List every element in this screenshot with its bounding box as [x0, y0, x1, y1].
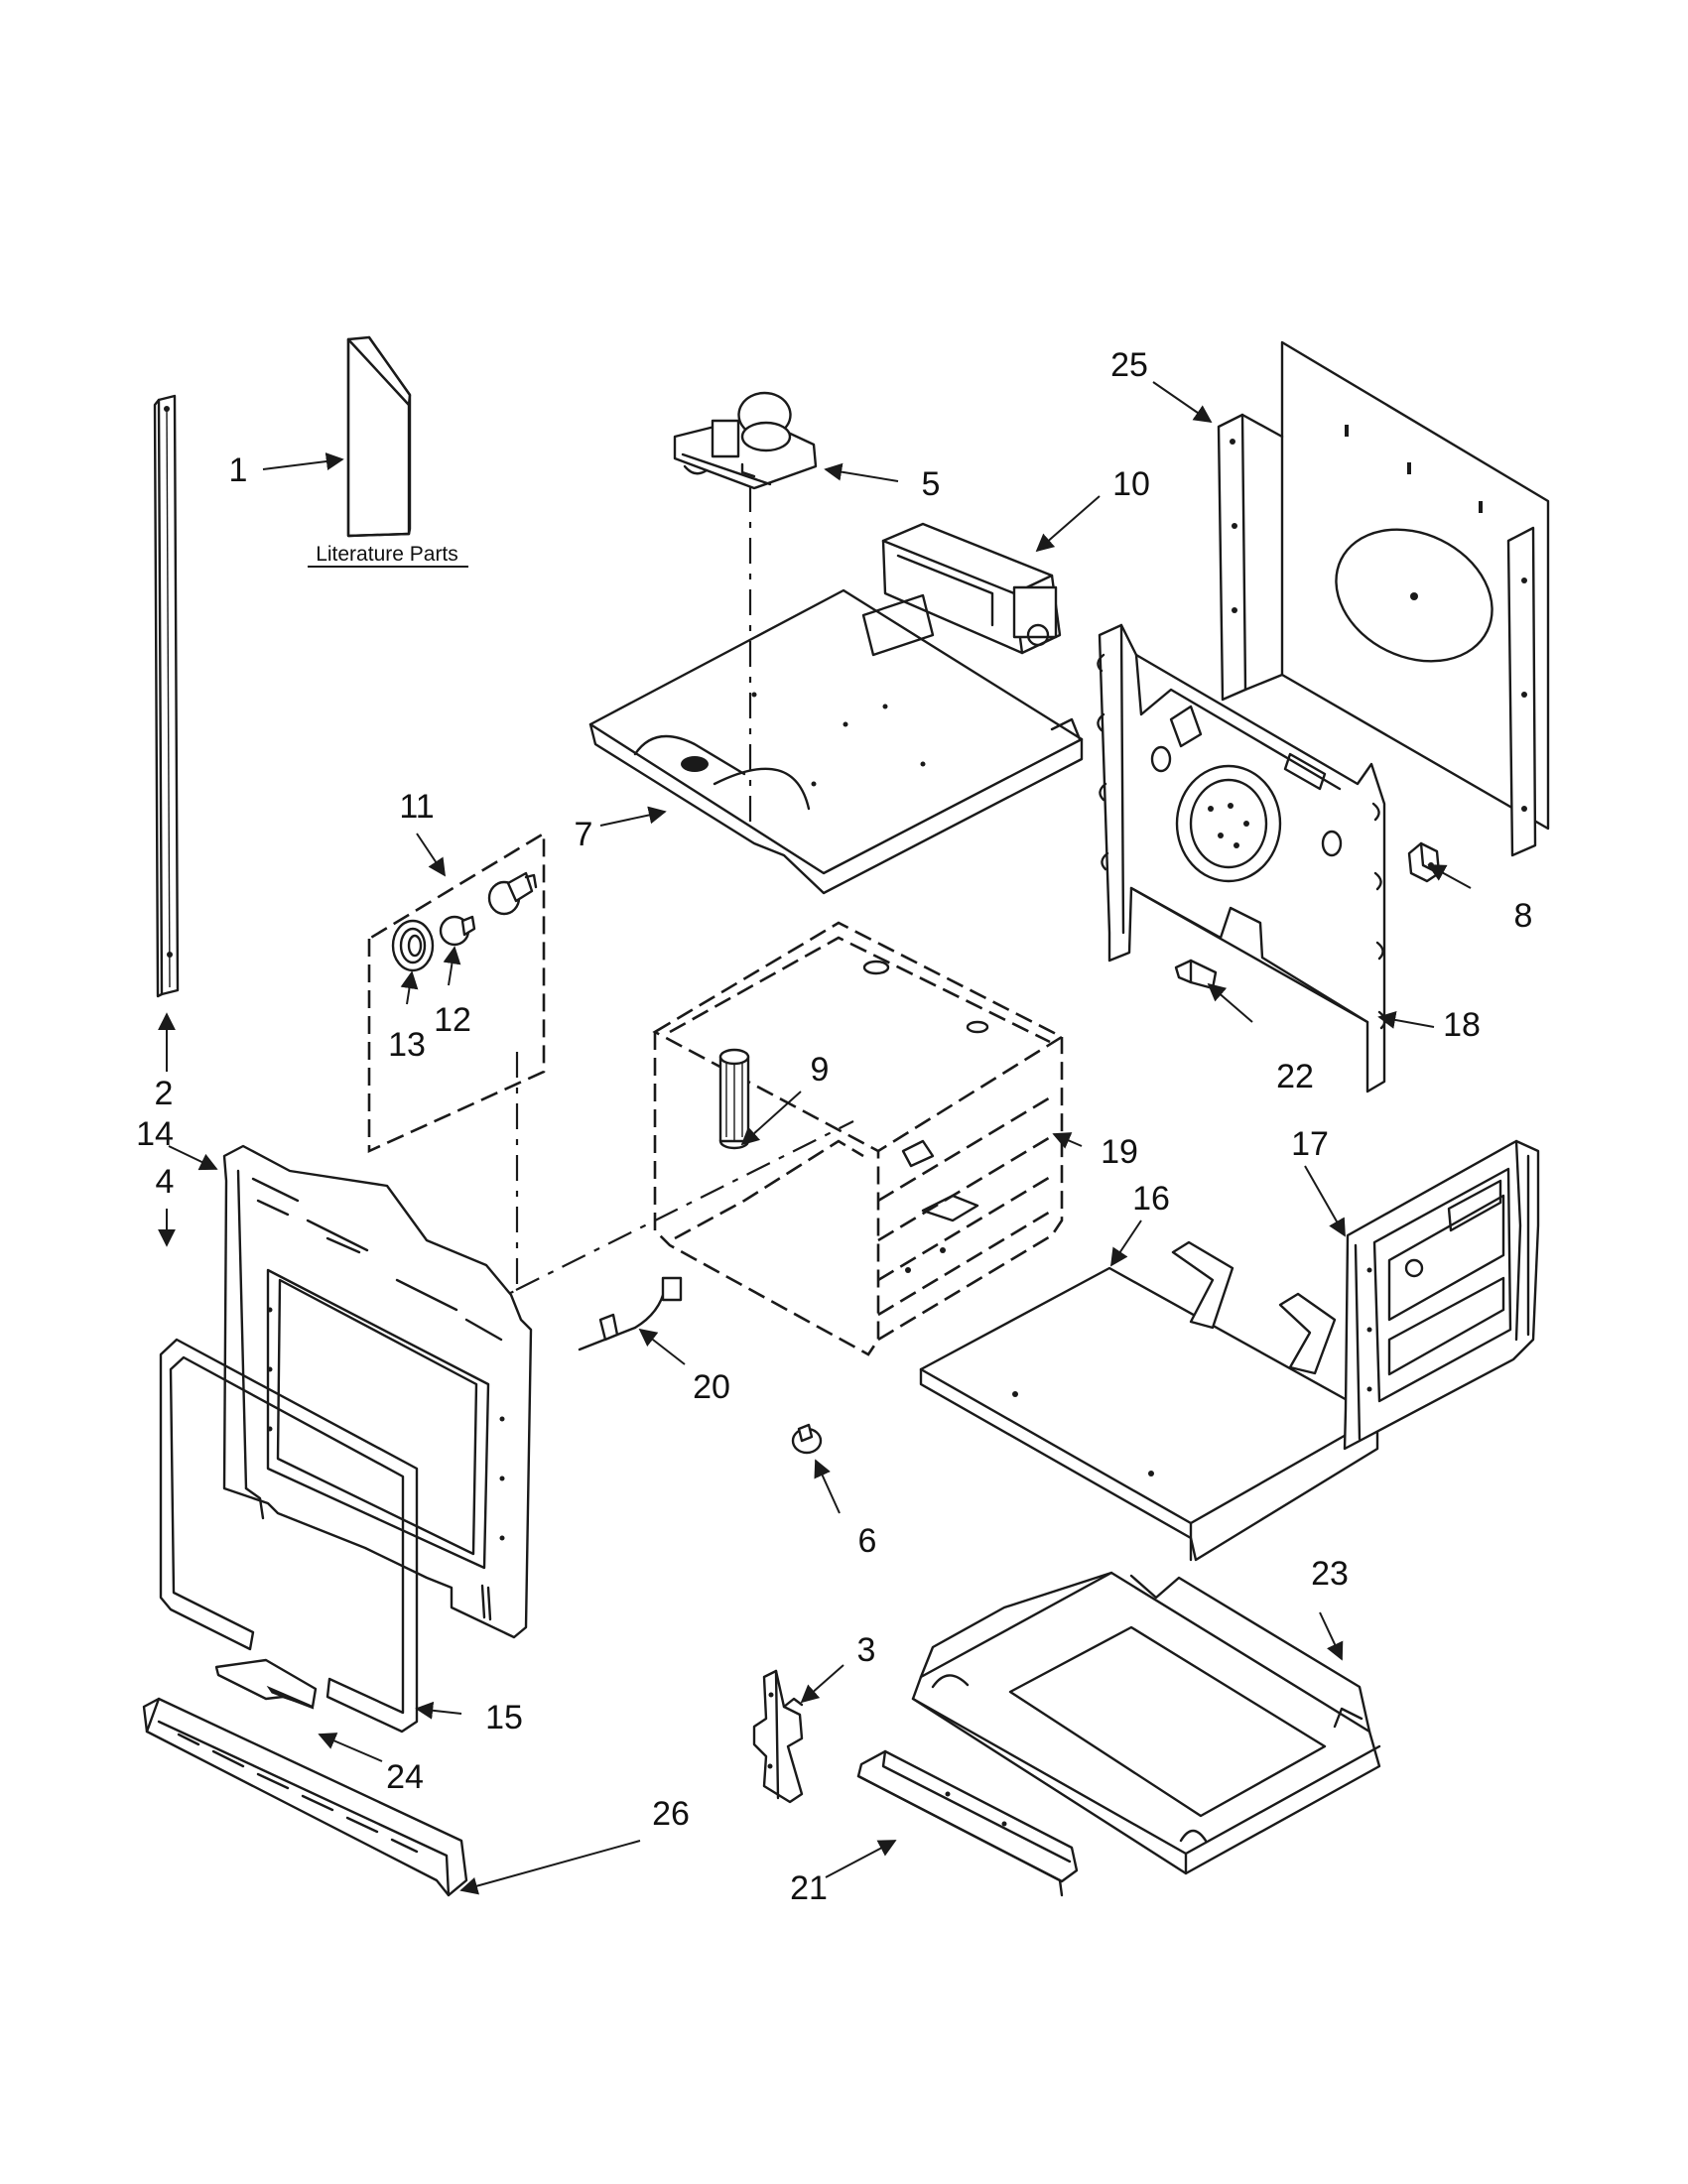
callout-25: 25 [1110, 346, 1148, 384]
callout-24: 24 [386, 1758, 424, 1796]
leader-8 [1427, 864, 1472, 889]
part-12-lamp-bulb [439, 915, 476, 947]
leader-13 [400, 970, 419, 1005]
callout-labels: 1 2 3 4 5 6 7 8 9 10 11 12 13 14 15 16 1… [136, 346, 1532, 1907]
leader-23 [1319, 1611, 1344, 1661]
callout-17: 17 [1291, 1125, 1329, 1163]
callout-10: 10 [1112, 465, 1150, 503]
callout-19: 19 [1101, 1133, 1138, 1171]
callout-18: 18 [1443, 1006, 1481, 1044]
leader-18 [1377, 1011, 1435, 1029]
leader-6 [814, 1459, 841, 1514]
leader-14 [168, 1145, 218, 1171]
callout-14: 14 [136, 1115, 174, 1153]
leader-24 [318, 1733, 383, 1762]
part-3-bracket [752, 1669, 804, 1804]
callout-21: 21 [790, 1869, 828, 1907]
leader-16 [1110, 1220, 1142, 1267]
leader-17 [1304, 1165, 1346, 1237]
leader-10 [1035, 495, 1101, 553]
part-20-sensor [578, 1276, 683, 1351]
leader-7 [599, 806, 667, 827]
callout-22: 22 [1276, 1058, 1314, 1095]
part-10-control-box [881, 522, 1062, 655]
leader-20 [638, 1328, 686, 1365]
callout-16: 16 [1132, 1180, 1170, 1218]
callout-23: 23 [1311, 1555, 1349, 1593]
part-15-door-gasket [159, 1338, 419, 1734]
part-7-oven-top-tray [588, 588, 1084, 895]
leader-25 [1152, 381, 1213, 424]
callout-1: 1 [229, 451, 248, 489]
part-11-lamp-assembly [367, 831, 546, 1154]
callout-3: 3 [857, 1631, 876, 1669]
leader-15 [415, 1701, 462, 1720]
callout-11: 11 [399, 788, 434, 826]
callout-20: 20 [693, 1368, 730, 1406]
part-25-back-panel [1217, 340, 1550, 857]
callout-9: 9 [811, 1051, 830, 1089]
callout-7: 7 [575, 816, 593, 853]
part-17-side-panel [1343, 1139, 1540, 1451]
callout-15: 15 [485, 1699, 523, 1736]
part-14-front-frame [222, 1144, 533, 1639]
part-24-strip [214, 1658, 318, 1710]
part-9-cylinder [718, 1048, 750, 1150]
part-5-control-assembly [673, 391, 818, 490]
literature-parts-caption: Literature Parts [308, 543, 468, 568]
leader-22 [1207, 982, 1253, 1023]
leader-12 [443, 946, 461, 986]
part-18-rear-bracket [1097, 623, 1386, 1093]
part-11-lamp-socket [487, 871, 538, 916]
callout-12: 12 [434, 1001, 471, 1039]
part-2-vertical-trim-rail [153, 394, 180, 998]
callout-5: 5 [922, 465, 941, 503]
callout-6: 6 [858, 1522, 877, 1560]
part-6-plug [791, 1423, 823, 1455]
part-16-bottom-shelf [919, 1240, 1379, 1562]
leader-1 [262, 452, 344, 470]
leader-25-26 [459, 1840, 641, 1895]
part-13-lamp-lens [391, 919, 435, 972]
dashline-20 [515, 1120, 854, 1291]
leader-21 [825, 1840, 897, 1878]
callout-26: 26 [652, 1795, 690, 1833]
callout-2: 2 [155, 1075, 174, 1112]
leader-19 [1052, 1132, 1083, 1149]
part-19-oven-cavity [652, 921, 1065, 1356]
leader-9 [740, 1091, 802, 1146]
part-23-bottom-frame [911, 1571, 1381, 1875]
callout-4: 4 [156, 1163, 175, 1201]
leader-3 [800, 1664, 844, 1704]
callout-8: 8 [1514, 897, 1533, 935]
leader-5 [824, 462, 899, 482]
literature-parts-label: Literature Parts [316, 543, 458, 566]
part-21-angle-rail [856, 1749, 1079, 1897]
leader-lines [158, 381, 1472, 1895]
part-1-literature-book [346, 335, 412, 538]
callout-13: 13 [388, 1026, 426, 1064]
leader-11 [416, 833, 446, 877]
part-8-clip [1407, 841, 1441, 883]
part-26-bottom-trim [142, 1697, 468, 1897]
